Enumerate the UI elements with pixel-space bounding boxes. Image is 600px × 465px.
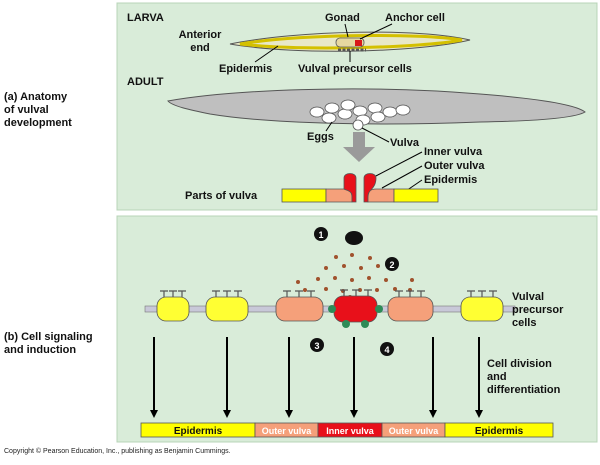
eggs-pointer: [325, 121, 333, 132]
vpc-cell-6: [460, 290, 504, 322]
fate-label-outer-vulva-left: Outer vulva: [262, 426, 313, 436]
inner-vulva-pointer: [371, 151, 423, 179]
larva-anchor-cell: [355, 40, 362, 46]
adult-eggs: [309, 99, 411, 126]
outer-vulva-label: Outer vulva: [424, 160, 485, 172]
step-1-marker: 1: [314, 227, 328, 241]
vpc-label-a: Vulval precursor cells: [298, 63, 412, 75]
svg-text:1: 1: [318, 230, 323, 240]
adult-heading: ADULT: [127, 76, 164, 88]
larva-epidermis-pointer: [254, 45, 279, 63]
gray-down-arrow: [343, 132, 375, 162]
step-3-marker: 3: [310, 338, 324, 352]
vpc-cell-4-inner: [328, 289, 383, 328]
vpc-cell-5-outer: [387, 290, 434, 322]
adult-vulva-opening: [352, 119, 364, 131]
vpc-cell-1: [156, 290, 190, 322]
gonad-pointer: [344, 23, 349, 38]
fate-label-outer-vulva-right: Outer vulva: [389, 426, 440, 436]
svg-text:4: 4: [384, 345, 389, 355]
step-4-marker: 4: [380, 342, 394, 356]
copyright-notice: Copyright © Pearson Education, Inc., pub…: [4, 448, 231, 455]
fate-bar: Epidermis Outer vulva Inner vulva Outer …: [140, 422, 554, 438]
division-arrows: [150, 337, 483, 418]
vpc-cell-2: [205, 290, 249, 322]
fate-epidermis-right: [444, 422, 554, 438]
inner-vulva-label: Inner vulva: [424, 146, 483, 158]
anchor-cell-label: Anchor cell: [385, 12, 445, 24]
larva-heading: LARVA: [127, 12, 164, 24]
vpc-cell-3-outer: [275, 290, 324, 322]
fate-label-inner-vulva: Inner vulva: [326, 426, 375, 436]
epidermis-parts-label: Epidermis: [424, 174, 477, 186]
gonad-label: Gonad: [325, 12, 360, 24]
fate-label-epidermis-left: Epidermis: [174, 426, 223, 437]
fate-label-epidermis-right: Epidermis: [475, 426, 524, 437]
vulva-label: Vulva: [390, 137, 420, 149]
anchor-cell-pointer: [359, 23, 393, 40]
panel-b-background: [116, 215, 598, 443]
svg-text:3: 3: [314, 341, 319, 351]
step-2-marker: 2: [385, 257, 399, 271]
anchor-cell-b: [345, 231, 363, 245]
eggs-label: Eggs: [307, 131, 334, 143]
parts-of-vulva-label: Parts of vulva: [185, 190, 258, 202]
parts-of-vulva-shape: [281, 173, 439, 203]
svg-text:2: 2: [389, 260, 394, 270]
outer-vulva-pointer: [381, 165, 423, 189]
larva-epidermis-label: Epidermis: [219, 63, 272, 75]
vulva-pointer: [361, 127, 390, 143]
